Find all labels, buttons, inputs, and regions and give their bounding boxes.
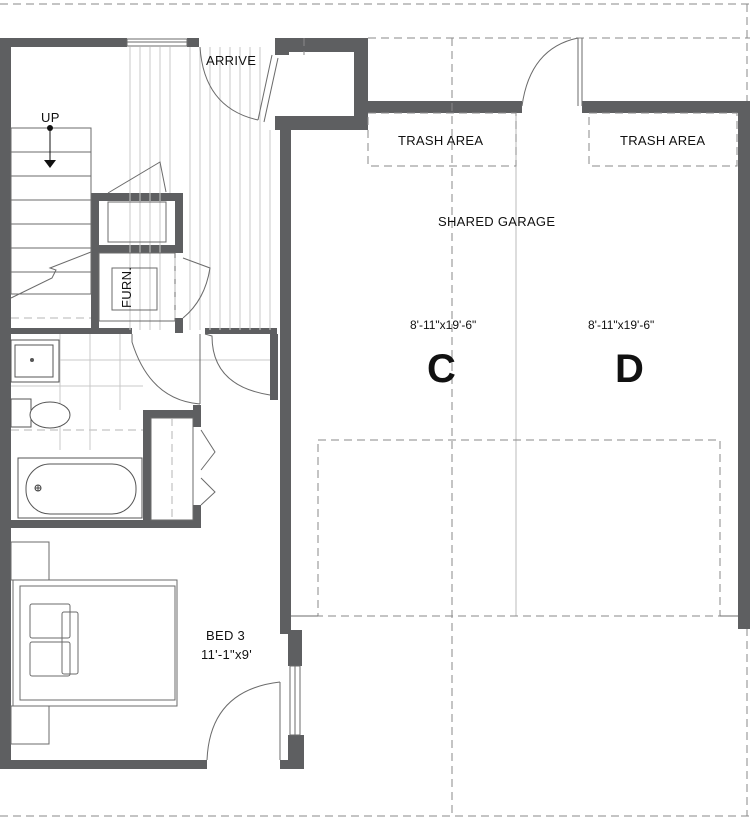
stairs-up-label: UP xyxy=(41,110,60,125)
furnace-closet xyxy=(98,201,176,322)
garage xyxy=(291,37,750,816)
entry-floor xyxy=(129,47,271,330)
property-boundary xyxy=(0,3,750,817)
bed-name-label: BED 3 xyxy=(206,628,245,643)
top-window xyxy=(126,38,188,47)
walls xyxy=(0,38,750,769)
shared-garage-label: SHARED GARAGE xyxy=(438,214,555,229)
bedroom-window xyxy=(289,665,301,736)
furnace-label: FURN. xyxy=(119,267,134,308)
garage-c-label: C xyxy=(427,347,456,391)
garage-d-dimension: 8'-11"x19'-6" xyxy=(588,318,654,332)
bathroom xyxy=(10,333,271,519)
garage-c-dimension: 8'-11"x19'-6" xyxy=(410,318,476,332)
bed-dimension-label: 11'-1"x9' xyxy=(201,647,252,662)
garage-d-label: D xyxy=(615,347,644,391)
trash-area-1-label: TRASH AREA xyxy=(398,133,483,148)
entry-door xyxy=(199,46,279,123)
arrive-label: ARRIVE xyxy=(206,53,256,68)
staircase xyxy=(10,125,92,319)
closet-doors xyxy=(107,161,211,319)
bedroom xyxy=(10,541,281,761)
trash-area-2-label: TRASH AREA xyxy=(620,133,705,148)
bath-closet xyxy=(150,417,216,521)
